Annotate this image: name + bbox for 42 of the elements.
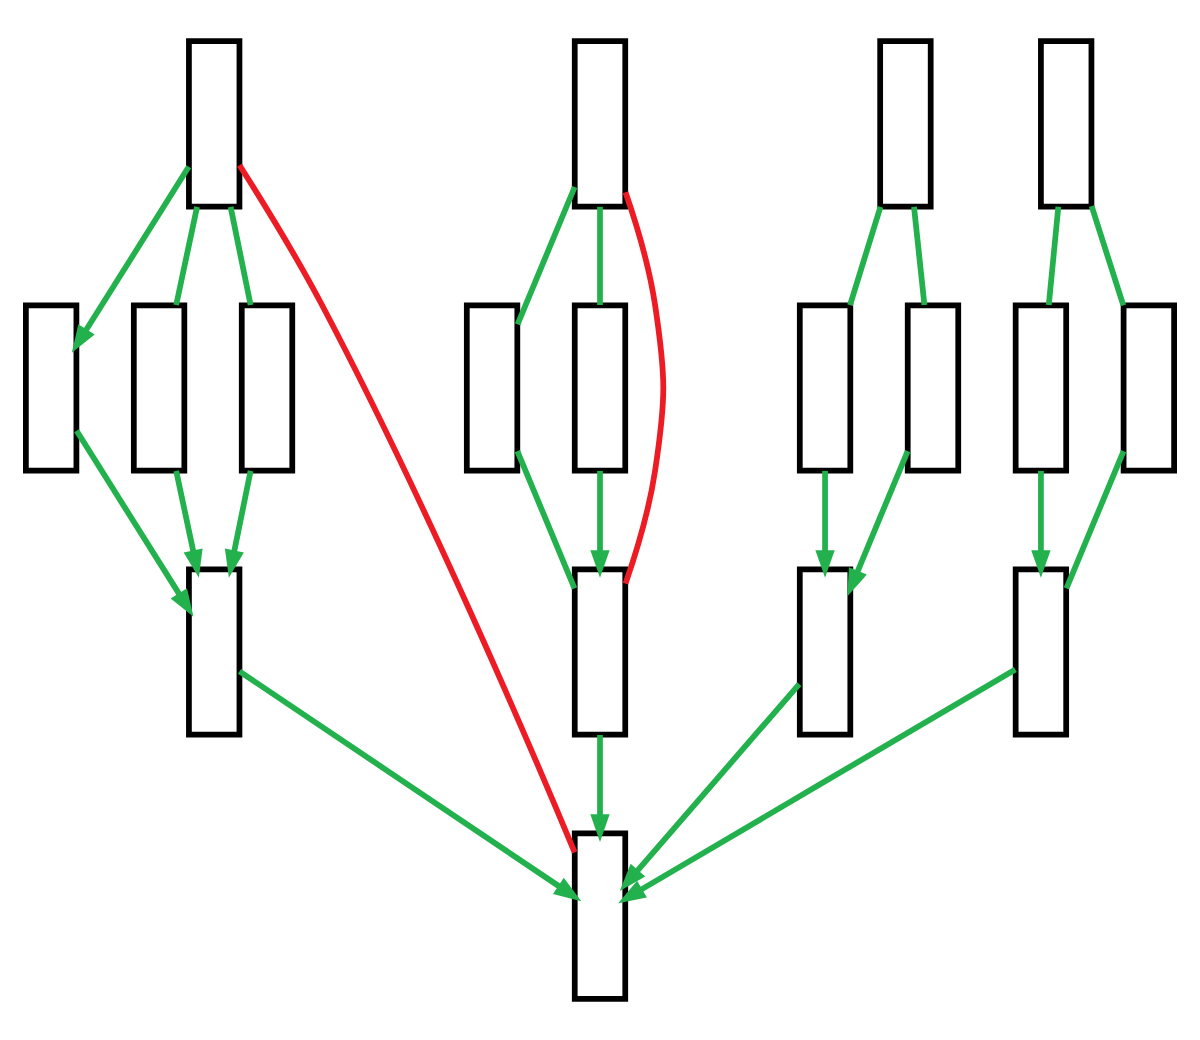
arrow	[590, 735, 610, 842]
node-bar	[904, 302, 962, 474]
node-bar	[186, 566, 243, 738]
node-bar	[1120, 302, 1177, 474]
node-bar	[130, 302, 188, 474]
connector	[622, 191, 667, 585]
arrow	[71, 165, 192, 353]
node-bar	[463, 302, 521, 474]
connector	[597, 206, 603, 306]
arrow	[618, 666, 1017, 904]
connector	[514, 449, 578, 590]
connector	[1063, 450, 1127, 590]
arrow	[619, 682, 802, 891]
node-bar	[796, 566, 854, 738]
connector	[1088, 205, 1127, 307]
arrow	[224, 470, 254, 578]
node-bar	[571, 302, 629, 474]
node-bar	[238, 302, 296, 474]
node-bar	[796, 302, 854, 474]
node-bar	[571, 830, 629, 1002]
node-bar	[1038, 38, 1095, 210]
node-bar	[186, 38, 243, 210]
node-bar	[1012, 566, 1070, 738]
connector	[237, 163, 578, 854]
node-bar	[23, 302, 80, 474]
node-bar	[877, 38, 934, 210]
node-bar	[571, 38, 629, 210]
connector	[514, 185, 578, 326]
arrow	[173, 470, 203, 578]
connector	[1045, 206, 1062, 306]
arrow	[815, 470, 835, 578]
connector	[227, 206, 254, 306]
arrow	[590, 470, 610, 578]
node-bar	[1012, 302, 1070, 474]
arrow	[1031, 470, 1051, 578]
connector	[173, 206, 200, 306]
connector	[847, 206, 884, 306]
arrow	[237, 668, 582, 902]
connector	[911, 206, 928, 306]
arrow	[74, 429, 194, 617]
arrow	[847, 449, 911, 597]
node-bar	[571, 566, 629, 738]
